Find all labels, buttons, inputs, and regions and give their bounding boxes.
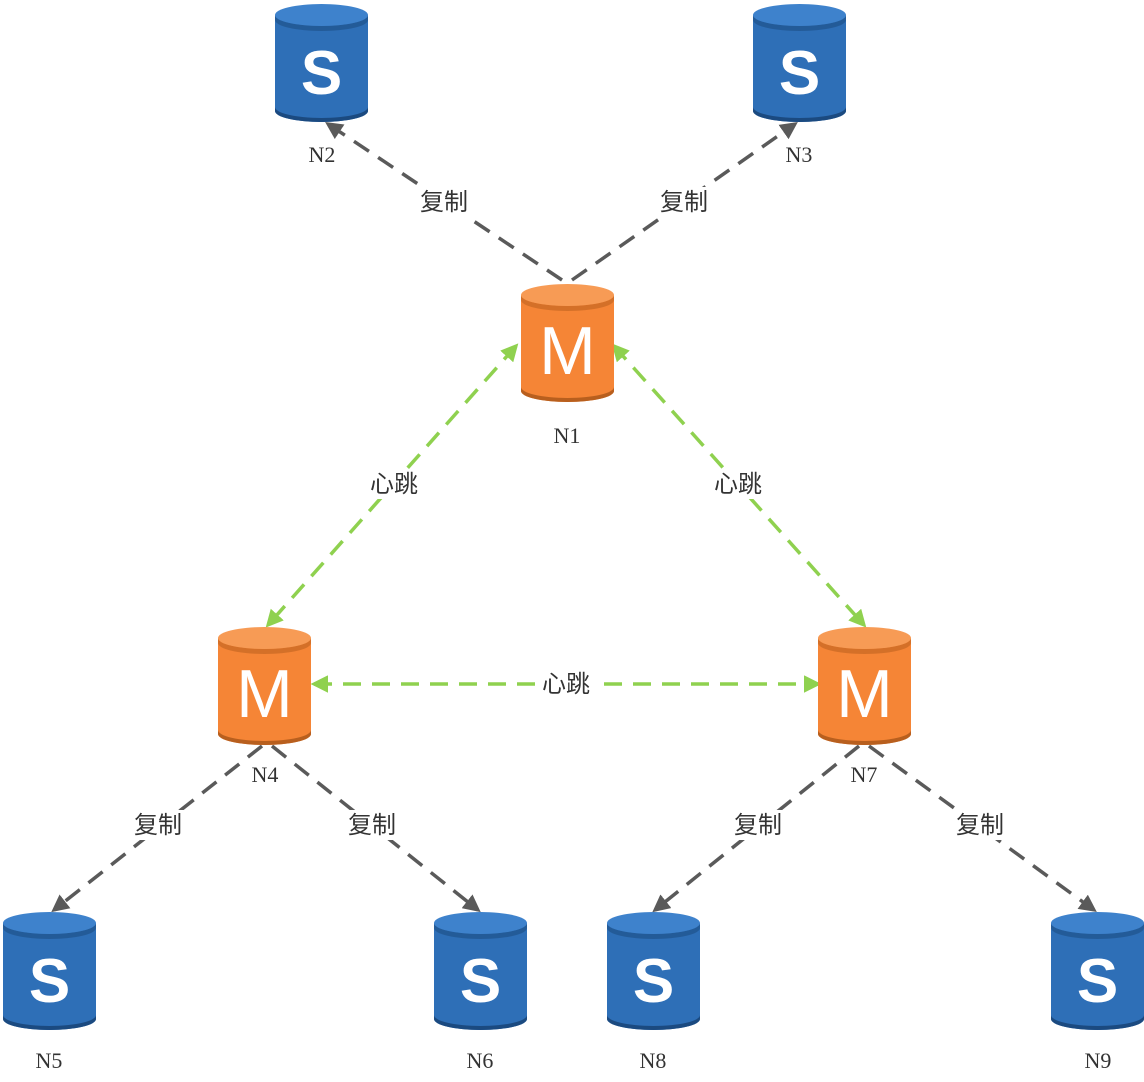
edge-label-group: 复制: [344, 810, 400, 840]
slave-db-n8[interactable]: S: [607, 912, 700, 1030]
node-label: N5: [36, 1048, 63, 1073]
edge-label-background: [130, 810, 186, 840]
cylinder-rim: [818, 730, 911, 745]
master-db-n7[interactable]: M: [818, 627, 911, 745]
cylinder-lid: [607, 912, 700, 934]
edge-label-background: [416, 187, 472, 217]
slave-db-n6[interactable]: S: [434, 912, 527, 1030]
edge-label-group: 复制: [416, 187, 472, 217]
edge-label-background: [656, 187, 712, 217]
replicate-label: 复制: [420, 188, 468, 216]
cylinder-body: [753, 15, 846, 122]
slave-db-n3[interactable]: S: [753, 4, 846, 122]
edge-label-group: 心跳: [710, 469, 766, 499]
edge-label-group: 复制: [130, 810, 186, 840]
cylinder-band: [818, 638, 911, 654]
cylinder-lid: [818, 627, 911, 649]
edge-label-group: 心跳: [366, 469, 422, 499]
cylinder-rim: [218, 729, 311, 745]
master-db-n1[interactable]: M: [521, 284, 614, 402]
node-label: N8: [640, 1048, 667, 1073]
edge-label-background: [730, 810, 786, 840]
slave-db-n5[interactable]: S: [2, 912, 96, 1030]
slave-db-n2[interactable]: S: [275, 4, 368, 122]
edge-label-background: [710, 469, 766, 499]
cylinder-body: [607, 923, 700, 1030]
cylinder-band: [753, 15, 846, 32]
cylinder-band: [434, 923, 527, 940]
master-letter: M: [836, 656, 893, 732]
slave-letter: S: [1077, 947, 1118, 1016]
cylinder-body: [218, 638, 311, 745]
replicate-edge-n1-n3: [570, 121, 798, 282]
slave-letter: S: [779, 39, 820, 108]
cylinder-lid: [753, 4, 846, 26]
heartbeat-label: 心跳: [542, 670, 590, 698]
cylinder-rim: [753, 107, 846, 122]
master-letter: M: [236, 656, 293, 732]
cylinder-band: [2, 923, 96, 940]
edge-label-group: 心跳: [538, 669, 594, 699]
node-label: N7: [851, 762, 878, 787]
replicate-label: 复制: [134, 811, 182, 839]
replicate-edge-n7-n9: [867, 744, 1097, 913]
node-label: N2: [309, 142, 336, 167]
node-label: N4: [252, 762, 279, 787]
node-label: N1: [554, 423, 581, 448]
cylinder-rim: [1051, 1015, 1144, 1030]
slave-letter: S: [460, 947, 501, 1016]
cylinder-band: [607, 923, 700, 940]
edge-label-group: 复制: [656, 187, 712, 217]
cylinder-rim: [607, 1015, 700, 1030]
replicate-label: 复制: [956, 811, 1004, 839]
cylinder-band: [521, 295, 614, 311]
cylinder-body: [818, 638, 911, 745]
edge-label-background: [952, 810, 1008, 840]
cylinder-lid: [218, 627, 311, 649]
edge-label-background: [538, 669, 594, 699]
edge-label-group: 复制: [952, 810, 1008, 840]
cylinder-body: [3, 923, 96, 1030]
cylinder-lid: [1051, 912, 1144, 934]
cylinder-rim: [434, 1015, 527, 1030]
slave-letter: S: [633, 947, 674, 1016]
cylinder-lid: [3, 912, 96, 934]
cylinder-body: [1051, 923, 1144, 1030]
cylinder-rim: [2, 1015, 96, 1030]
cylinder-rim: [275, 107, 368, 122]
heartbeat-label: 心跳: [370, 470, 418, 498]
cylinder-body: [434, 923, 527, 1030]
cylinder-body: [275, 15, 368, 122]
edge-label-background: [366, 469, 422, 499]
node-label: N3: [786, 142, 813, 167]
replicate-label: 复制: [734, 811, 782, 839]
cylinder-band: [218, 638, 311, 654]
cylinder-lid: [275, 4, 368, 26]
cylinder-rim: [521, 387, 614, 402]
slave-letter: S: [301, 39, 342, 108]
node-label: N6: [467, 1048, 494, 1073]
cylinder-lid: [434, 912, 527, 934]
replicate-label: 复制: [348, 811, 396, 839]
cylinder-body: [521, 295, 614, 402]
cylinder-band: [275, 15, 368, 32]
master-letter: M: [539, 313, 596, 389]
slave-db-n9[interactable]: S: [1051, 912, 1144, 1030]
slave-letter: S: [29, 947, 70, 1016]
cylinder-band: [1051, 923, 1144, 940]
cylinder-lid: [521, 284, 614, 306]
edge-label-background: [344, 810, 400, 840]
heartbeat-label: 心跳: [714, 470, 762, 498]
edge-label-group: 复制: [730, 810, 786, 840]
node-label: N9: [1085, 1048, 1112, 1073]
replicate-edge-n1-n2: [325, 122, 563, 282]
replicate-label: 复制: [660, 188, 708, 216]
master-db-n4[interactable]: M: [218, 627, 311, 745]
